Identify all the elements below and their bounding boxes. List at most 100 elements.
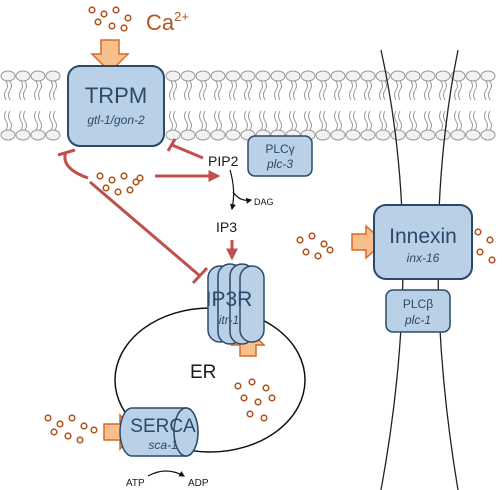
lipid-tail	[379, 110, 383, 131]
lipid-head	[360, 70, 376, 82]
lipid-head	[180, 70, 196, 82]
lipid-tail	[439, 80, 443, 101]
lipid-tail	[169, 110, 173, 131]
lipid-head	[480, 129, 496, 141]
lipid-tail	[19, 110, 23, 131]
lipid-head	[450, 129, 466, 141]
lipid-tail	[49, 80, 53, 101]
plcg-gene: plc-3	[266, 157, 293, 171]
calcium-ion-dot	[254, 398, 262, 406]
lipid-tail	[53, 110, 57, 131]
lipid-head	[465, 129, 481, 141]
lipid-tail	[308, 80, 312, 101]
trpm-name: TRPM	[85, 83, 147, 108]
calcium-ion-dot	[100, 10, 108, 18]
lipid-head	[480, 70, 496, 82]
lipid-tail	[454, 80, 458, 101]
lipid-tail	[293, 80, 297, 101]
trpm-gene: gtl-1/gon-2	[87, 113, 145, 127]
plcb-enzyme: PLCβ plc-1	[385, 289, 451, 333]
lipid-head	[270, 70, 286, 82]
calcium-ion-dot	[326, 246, 334, 254]
lipid-tail	[263, 80, 267, 101]
serca-gene: sca-1	[148, 438, 177, 452]
calcium-ion-dot	[64, 432, 72, 440]
calcium-ion-dot	[488, 256, 496, 264]
adp-label: ADP	[188, 478, 209, 489]
calcium-ion-dot	[246, 410, 254, 418]
lipid-tail	[244, 110, 248, 131]
calcium-ion-dot	[296, 236, 304, 244]
calcium-ion-dot	[68, 414, 76, 422]
lipid-tail	[353, 80, 357, 101]
lipid-head	[390, 129, 406, 141]
lipid-tail	[233, 80, 237, 101]
lipid-tail	[398, 80, 402, 101]
lipid-tail	[214, 80, 218, 101]
lipid-tail	[38, 110, 42, 131]
lipid-tail	[469, 110, 473, 131]
calcium-ion-dot	[56, 420, 64, 428]
lipid-tail	[484, 110, 488, 131]
lipid-head	[240, 70, 256, 82]
lipid-tail	[218, 110, 222, 131]
innexin-name: Innexin	[389, 225, 457, 248]
plcb-gene: plc-1	[404, 313, 431, 327]
lipid-tail	[413, 80, 417, 101]
lipid-tail	[229, 110, 233, 131]
lipid-head	[330, 70, 346, 82]
lipid-tail	[8, 80, 12, 101]
lipid-tail	[263, 110, 267, 131]
calcium-ion-dot	[308, 232, 316, 240]
calcium-ion-dot	[234, 382, 242, 390]
lipid-head	[465, 70, 481, 82]
lipid-tail	[19, 80, 23, 101]
calcium-ion-dot	[132, 178, 140, 186]
calcium-ions	[44, 6, 496, 444]
calcium-ion-dot	[108, 176, 116, 184]
lipid-head	[450, 70, 466, 82]
lipid-tail	[364, 110, 368, 131]
innexin-gene: inx-16	[407, 251, 440, 265]
lipid-tail	[233, 110, 237, 131]
lipid-tail	[428, 80, 432, 101]
lipid-tail	[173, 80, 177, 101]
lipid-tail	[394, 80, 398, 101]
lipid-tail	[439, 110, 443, 131]
lipid-tail	[304, 110, 308, 131]
dag-branch-arrow	[232, 191, 253, 204]
calcium-ion-dot	[474, 228, 482, 236]
ip3r-gene: itr-1	[219, 313, 239, 327]
lipid-tail	[199, 80, 203, 101]
lipid-tail	[323, 110, 327, 131]
lipid-head	[315, 70, 331, 82]
lipid-tail	[184, 110, 188, 131]
calcium-ion-dot	[476, 248, 484, 256]
lipid-tail	[443, 80, 447, 101]
lipid-head	[315, 129, 331, 141]
calcium-ion-dot	[102, 184, 110, 192]
lipid-tail	[203, 80, 207, 101]
lipid-tail	[473, 80, 477, 101]
lipid-tail	[34, 80, 38, 101]
calcium-ion-dot	[114, 188, 122, 196]
calcium-ion-dot	[90, 426, 98, 434]
lipid-head	[345, 70, 361, 82]
lipid-tail	[349, 110, 353, 131]
lipid-head	[435, 129, 451, 141]
lipid-tail	[4, 80, 8, 101]
lipid-tail	[488, 110, 492, 131]
serca-name: SERCA	[130, 416, 196, 437]
lipid-tail	[218, 80, 222, 101]
lipid-tail	[188, 80, 192, 101]
calcium-ion-dot	[260, 414, 268, 422]
lipid-head	[195, 129, 211, 141]
calcium-ion-dot	[108, 22, 116, 30]
calcium-ion-dot	[96, 172, 104, 180]
calcium-ion-dot	[44, 414, 52, 422]
calcium-ion-dot	[126, 186, 134, 194]
lipid-head	[435, 70, 451, 82]
lipid-tail	[424, 110, 428, 131]
lipid-tail	[248, 80, 252, 101]
pip2-to-ip3-arrow	[229, 169, 236, 211]
